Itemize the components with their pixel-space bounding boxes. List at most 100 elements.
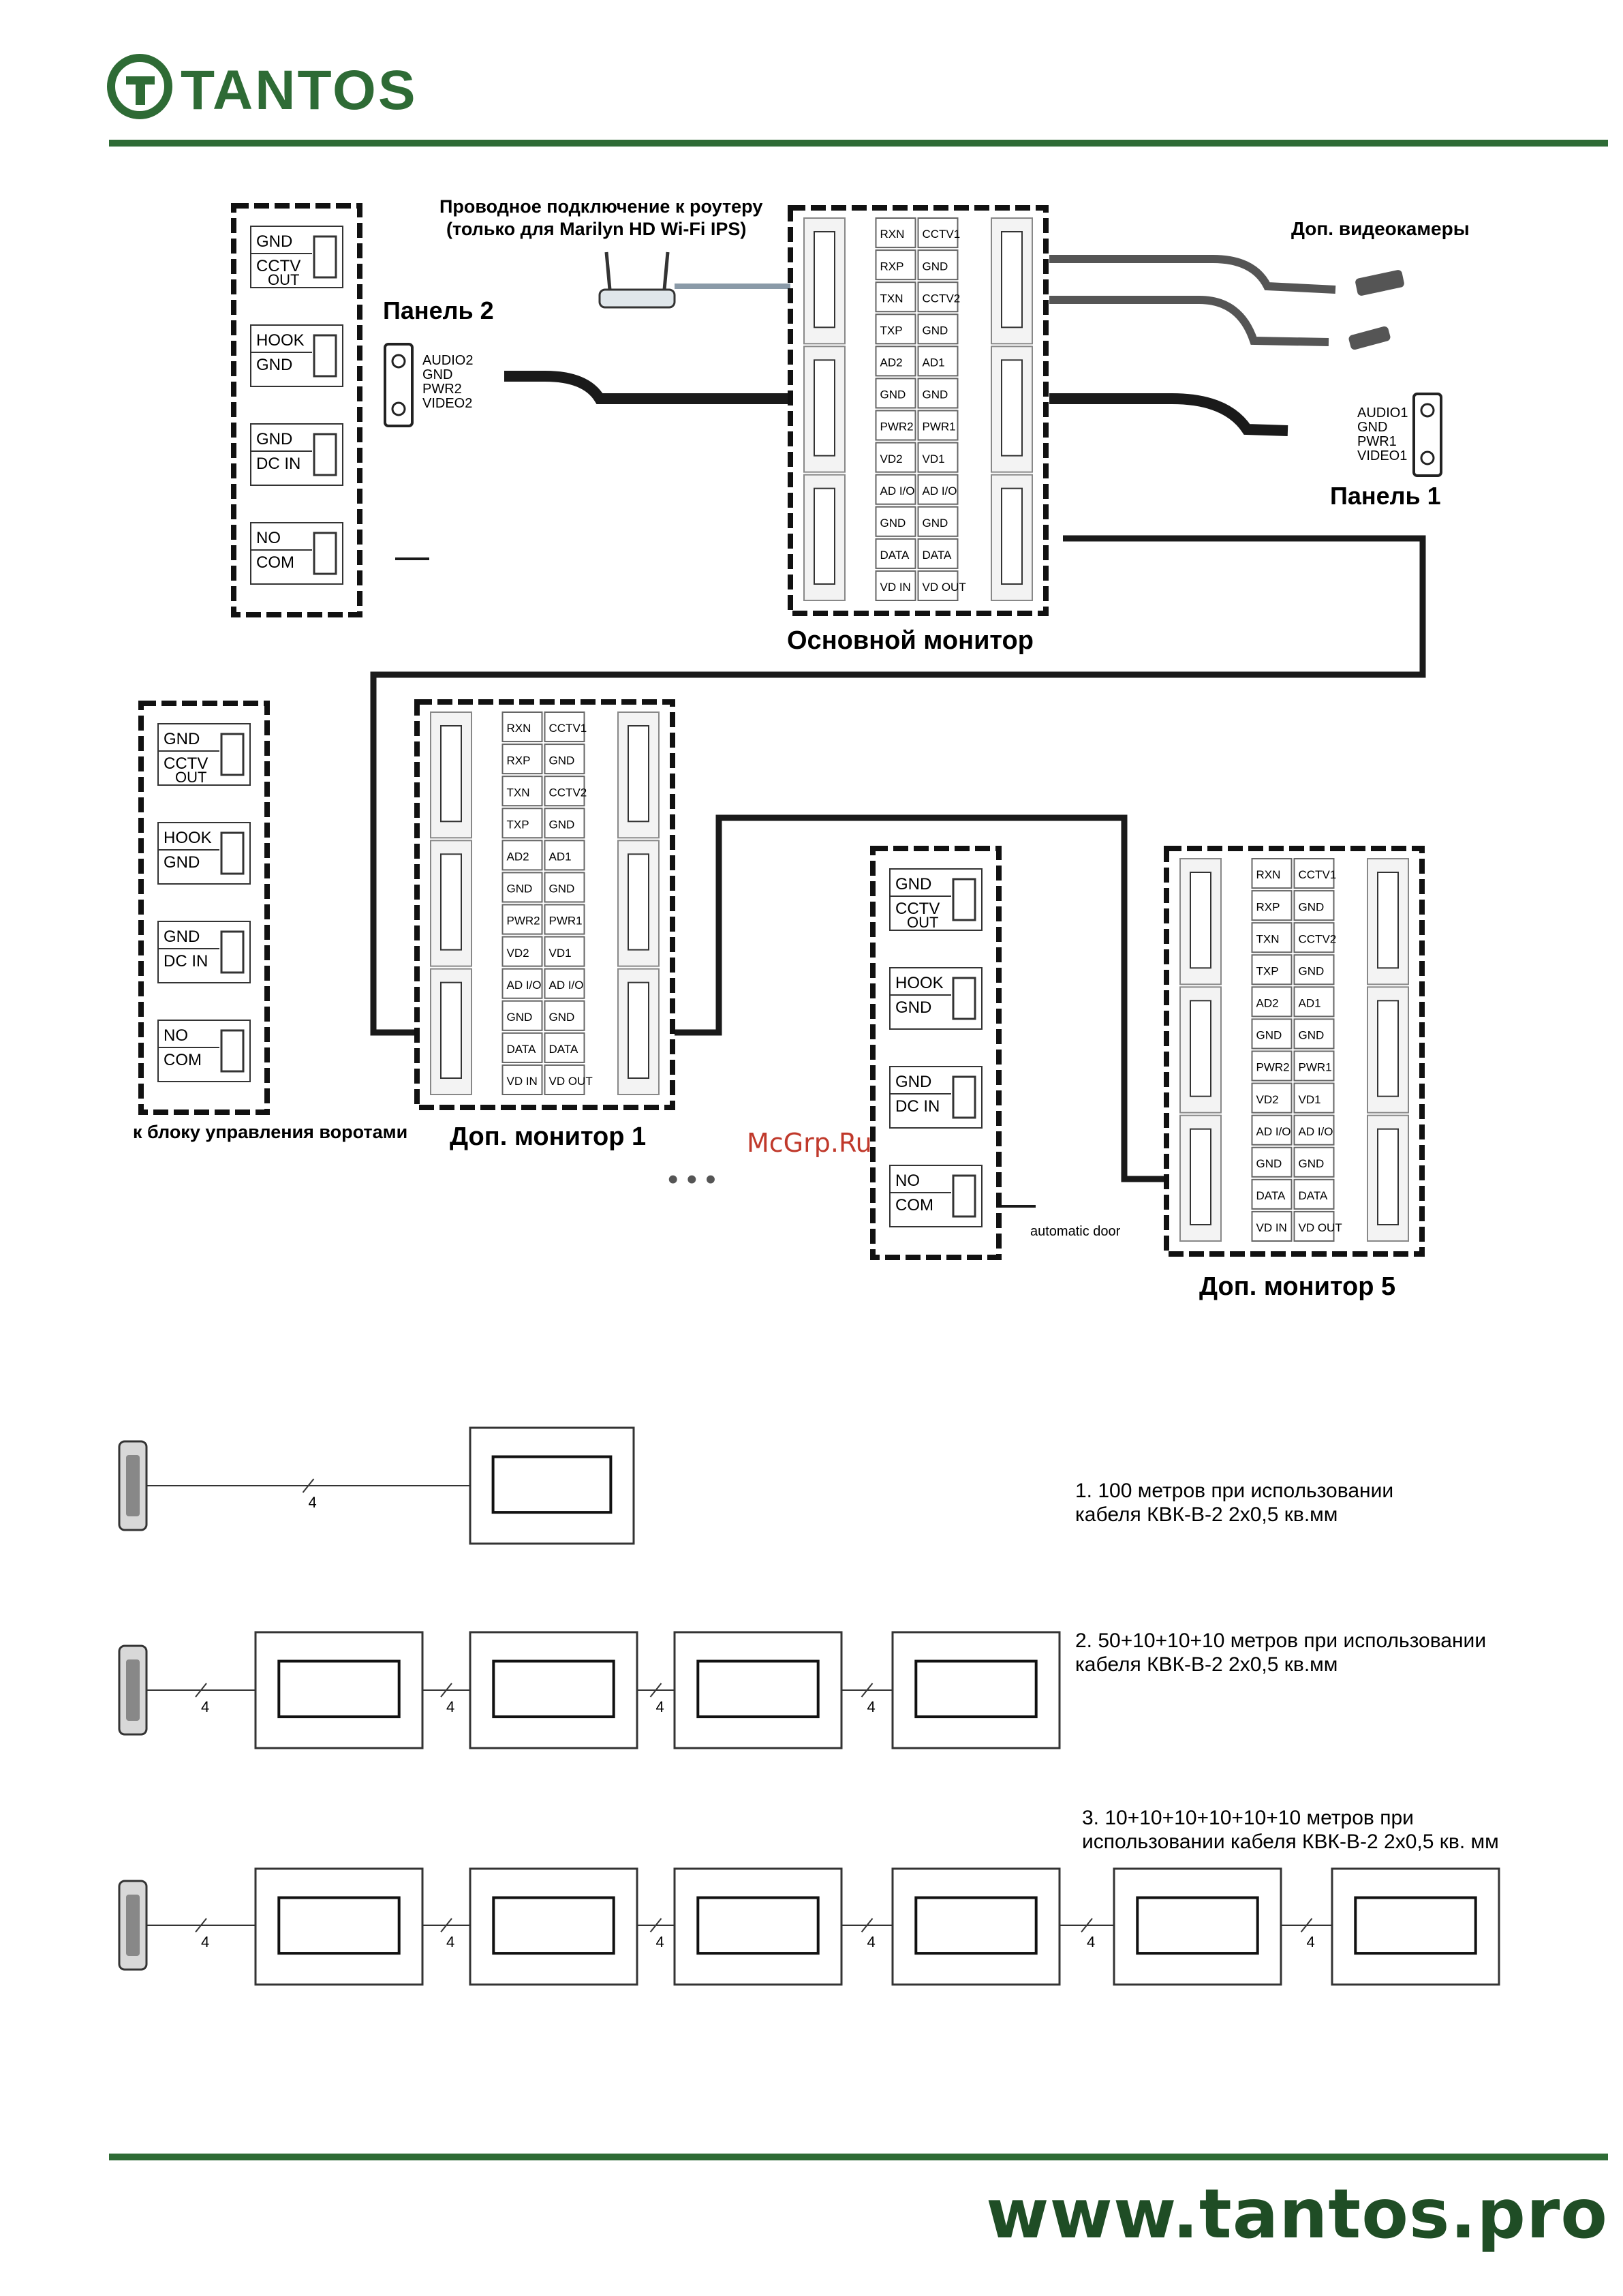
terminal-label: GND	[256, 430, 292, 448]
brand-name: TANTOS	[181, 59, 418, 121]
watermark: McGrp.Ru	[747, 1128, 872, 1158]
terminal-label: VD2	[507, 947, 529, 960]
main-monitor-title: Основной монитор	[787, 626, 1034, 655]
connector-icon	[1001, 487, 1023, 585]
terminal-label: AD1	[923, 356, 945, 369]
terminal-label: CCTV1	[549, 722, 587, 735]
terminal-label: PWR2	[1256, 1061, 1290, 1074]
terminal-label: CCTV	[256, 257, 300, 275]
terminal-label: VD IN	[507, 1075, 538, 1088]
terminal-label: CCTV1	[1299, 868, 1337, 881]
chain-note-2-line1: 2. 50+10+10+10 метров при использовании	[1075, 1629, 1486, 1652]
router-icon	[598, 251, 676, 309]
terminal-label: GND	[256, 232, 292, 251]
chain-note-2-line2: кабеля КВК-В-2 2х0,5 кв.мм	[1075, 1653, 1338, 1676]
terminal-label: GND	[549, 754, 575, 767]
terminal-label: AD2	[880, 356, 903, 369]
connector-icon	[220, 831, 245, 875]
panel1-pin: AUDIO1	[1357, 405, 1408, 420]
terminal-label: GND	[1299, 1029, 1325, 1042]
connector-icon	[952, 1075, 976, 1119]
monitor-icon	[254, 1631, 424, 1749]
terminal-label: GND	[923, 517, 948, 530]
call-panel-icon	[118, 1440, 148, 1531]
terminal-label: CCTV1	[923, 228, 961, 241]
monitor-icon	[891, 1867, 1061, 1986]
connector-icon	[313, 334, 337, 378]
camera-icon	[1348, 270, 1404, 350]
terminal-label: TXN	[507, 786, 530, 799]
monitor-icon	[673, 1867, 843, 1986]
connector-icon	[1190, 1128, 1211, 1225]
ellipsis: • • •	[668, 1163, 716, 1196]
terminal-label: GND	[895, 875, 931, 893]
terminal-label: GND	[895, 998, 931, 1017]
terminal-label: DATA	[880, 549, 910, 562]
header-rule	[109, 140, 1608, 147]
terminal-label: VD IN	[1256, 1221, 1287, 1234]
footer-rule	[109, 2154, 1608, 2160]
terminal-label: TXP	[1256, 964, 1279, 977]
panel1-device	[1412, 393, 1442, 477]
monitor-icon	[254, 1867, 424, 1986]
wire-count-label: 4	[201, 1933, 209, 1950]
connector-icon	[952, 878, 976, 921]
connector-icon	[313, 235, 337, 279]
terminal-label: GND	[507, 883, 533, 896]
terminal-label: TXP	[507, 818, 529, 831]
panel1-pin: PWR1	[1357, 434, 1397, 449]
panel2-pin: PWR2	[422, 382, 462, 397]
connector-icon	[1190, 1000, 1211, 1097]
connector-icon	[952, 1174, 976, 1218]
wiring-diagram: Проводное подключение к роутеру (только …	[133, 196, 1470, 1301]
wire-count-label: 4	[867, 1698, 876, 1715]
terminal-label: RXN	[1256, 868, 1281, 881]
terminal-label: NO	[164, 1026, 188, 1045]
wire-count-label: 4	[201, 1698, 209, 1715]
monitor-icon	[673, 1631, 843, 1749]
connector-icon	[440, 853, 462, 951]
terminal-label: GND	[507, 1011, 533, 1024]
connector-icon	[313, 433, 337, 476]
monitor-icon	[469, 1426, 635, 1545]
terminal-label: OUT	[268, 271, 299, 288]
terminal-label: HOOK	[895, 974, 944, 992]
connector-icon	[1001, 359, 1023, 457]
extra-monitor-1-title: Доп. монитор 1	[450, 1122, 646, 1151]
terminal-label: HOOK	[164, 829, 212, 847]
panel2-pin: AUDIO2	[422, 353, 473, 368]
monitor-icon	[891, 1631, 1061, 1749]
chain-note-1-line1: 1. 100 метров при использовании	[1075, 1480, 1393, 1502]
terminal-label: GND	[1299, 900, 1325, 913]
terminal-label: DC IN	[164, 952, 208, 970]
terminal-label: AD I/O	[549, 979, 584, 992]
terminal-label: GND	[880, 517, 906, 530]
terminal-label: AD1	[1299, 997, 1321, 1010]
terminal-label: CCTV2	[1299, 932, 1337, 945]
connector-icon	[814, 359, 835, 457]
terminal-label: GND	[1256, 1157, 1282, 1170]
terminal-label: DC IN	[256, 455, 300, 473]
terminal-label: AD I/O	[1299, 1125, 1333, 1138]
website-url[interactable]: www.tantos.pro	[986, 2174, 1608, 2254]
terminal-label: RXP	[880, 260, 904, 273]
chain-note-1-line2: кабеля КВК-В-2 2х0,5 кв.мм	[1075, 1503, 1338, 1526]
terminal-label: GND	[923, 324, 948, 337]
panel2-pin: VIDEO2	[422, 396, 472, 411]
monitor-icon	[469, 1867, 638, 1986]
auto-door-label: automatic door	[1030, 1224, 1121, 1239]
terminal-label: DC IN	[895, 1097, 940, 1116]
monitor-icon	[1331, 1867, 1500, 1986]
terminal-label: COM	[164, 1051, 202, 1069]
terminal-label: AD I/O	[923, 485, 957, 498]
terminal-label: PWR1	[549, 915, 583, 928]
terminal-label: VD2	[1256, 1093, 1279, 1106]
terminal-label: GND	[1299, 1157, 1325, 1170]
terminal-label: VD2	[880, 453, 903, 465]
connector-icon	[628, 725, 649, 823]
connector-icon	[1377, 1128, 1399, 1225]
